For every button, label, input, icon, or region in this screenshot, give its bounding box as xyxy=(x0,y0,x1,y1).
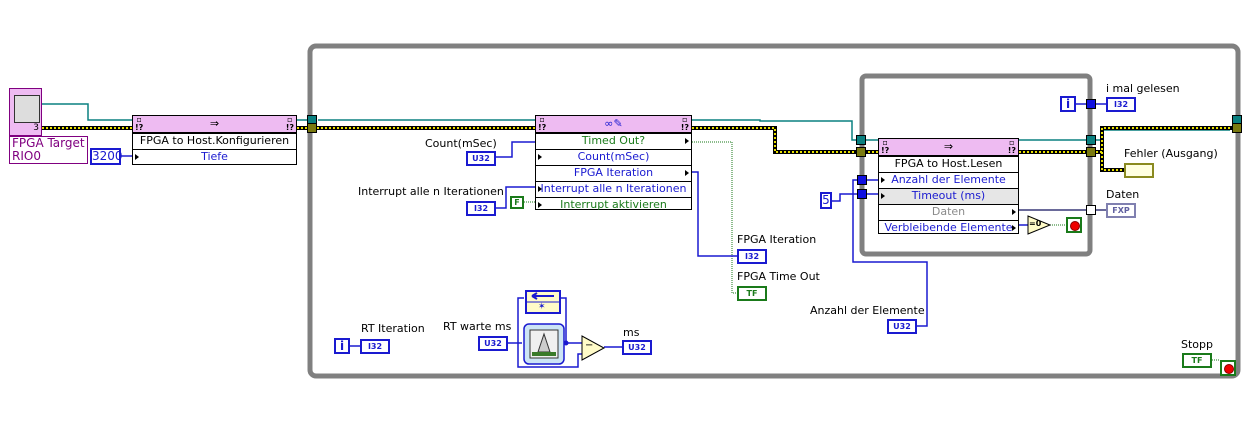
glasses-pencil-icon: ∞✎ xyxy=(604,117,623,130)
timeout-constant[interactable]: 5 xyxy=(820,192,832,209)
inner-stop-condition[interactable] xyxy=(1066,217,1082,233)
configure-node[interactable]: ▫!?⇒▫!? FPGA to Host.Konfigurieren Tiefe xyxy=(132,115,297,165)
depth-constant[interactable]: 3200 xyxy=(90,148,123,165)
rt-iteration-indicator: I32 xyxy=(360,339,390,354)
row-interrupt-enable: Interrupt aktivieren xyxy=(560,198,667,211)
count-msec-label: Count(mSec) xyxy=(425,137,497,150)
subtract-label: − xyxy=(585,340,594,351)
subtract-function xyxy=(581,335,606,361)
inner-error-tunnel-out xyxy=(1086,147,1096,157)
inner-refnum-tunnel-in xyxy=(856,135,866,145)
fpga-iteration-label: FPGA Iteration xyxy=(737,233,817,246)
fpga-iteration-indicator: I32 xyxy=(737,249,767,264)
ms-indicator: U32 xyxy=(622,340,652,355)
configure-title: FPGA to Host.Konfigurieren xyxy=(133,133,296,149)
rt-warte-label: RT warte ms xyxy=(443,320,512,333)
outer-while-loop xyxy=(307,43,1241,379)
target-badge: 3 xyxy=(33,123,39,133)
inner-anzahl-tunnel xyxy=(857,175,867,185)
daten-indicator: FXP xyxy=(1106,203,1136,218)
interrupt-n-control[interactable]: I32 xyxy=(466,201,496,216)
fpga-target-refnum[interactable]: 3 xyxy=(9,88,42,136)
read-write-node[interactable]: ▫!?∞✎▫!? Timed Out? Count(mSec) FPGA Ite… xyxy=(535,115,692,211)
i-mal-tunnel xyxy=(1086,99,1096,109)
fehler-indicator xyxy=(1124,163,1154,178)
row-remaining: Verbleibende Elemente xyxy=(884,221,1013,234)
fpga-timeout-label: FPGA Time Out xyxy=(737,270,820,283)
row-fpga-iteration: FPGA Iteration xyxy=(573,166,654,179)
fehler-label: Fehler (Ausgang) xyxy=(1124,147,1218,160)
daten-array-tunnel xyxy=(1086,205,1096,215)
timedout-wire xyxy=(692,141,737,294)
interrupt-n-wire xyxy=(496,186,535,209)
row-timed-out: Timed Out? xyxy=(581,134,646,147)
row-anzahl: Anzahl der Elemente xyxy=(891,173,1006,186)
feedback-symbol: ✶ xyxy=(538,302,546,312)
count-msec-control[interactable]: U32 xyxy=(466,151,496,166)
oscilloscope-icon xyxy=(14,95,40,123)
row-count-msec: Count(mSec) xyxy=(577,150,650,163)
configure-depth-input[interactable]: Tiefe xyxy=(201,150,228,163)
arrow-icon: ⇒ xyxy=(209,117,220,130)
inner-iteration-terminal: i xyxy=(1060,96,1076,112)
count-wire xyxy=(496,141,535,158)
error-tunnel-out xyxy=(1232,123,1242,133)
outer-stop-condition[interactable] xyxy=(1220,360,1236,376)
row-daten: Daten xyxy=(931,205,966,218)
read-node[interactable]: ▫!?⇒▫!? FPGA to Host.Lesen Anzahl der El… xyxy=(878,138,1019,234)
inner-error-tunnel-in xyxy=(856,147,866,157)
arrow-icon-read: ⇒ xyxy=(943,140,954,153)
refnum-wire xyxy=(42,103,1230,141)
row-timeout: Timeout (ms) xyxy=(911,189,986,202)
fpga-target-label: FPGA Target RIO0 xyxy=(9,136,88,164)
stopp-label: Stopp xyxy=(1181,338,1213,351)
compare-label: =0 xyxy=(1029,219,1042,228)
rt-warte-control[interactable]: U32 xyxy=(478,336,508,351)
anzahl-control[interactable]: U32 xyxy=(887,319,917,334)
equal-zero-compare xyxy=(1027,215,1052,235)
inner-refnum-tunnel-out xyxy=(1086,135,1096,145)
fpga-iteration-wire xyxy=(692,171,737,257)
error-wire xyxy=(42,126,1232,172)
inner-while-loop xyxy=(859,73,1093,257)
i-mal-label: i mal gelesen xyxy=(1106,82,1180,95)
outer-iteration-terminal: i xyxy=(334,338,350,354)
daten-label: Daten xyxy=(1106,188,1140,201)
read-title: FPGA to Host.Lesen xyxy=(879,156,1018,172)
timeout-wire xyxy=(832,193,878,202)
fpga-timeout-indicator: TF xyxy=(737,286,767,301)
row-interrupt-n: Interrupt alle n Iterationen xyxy=(540,182,687,195)
inner-timeout-tunnel xyxy=(857,189,867,199)
stopp-control[interactable]: TF xyxy=(1182,353,1212,368)
interrupt-n-label: Interrupt alle n Iterationen xyxy=(358,185,504,198)
i-mal-indicator: I32 xyxy=(1106,97,1136,112)
interrupt-enable-constant[interactable]: F xyxy=(510,196,524,209)
anzahl-label: Anzahl der Elemente xyxy=(810,304,925,317)
rt-iteration-label: RT Iteration xyxy=(361,322,425,335)
ms-label: ms xyxy=(623,326,640,339)
tick-feedback-wire xyxy=(517,297,582,368)
error-tunnel-in xyxy=(307,123,317,133)
